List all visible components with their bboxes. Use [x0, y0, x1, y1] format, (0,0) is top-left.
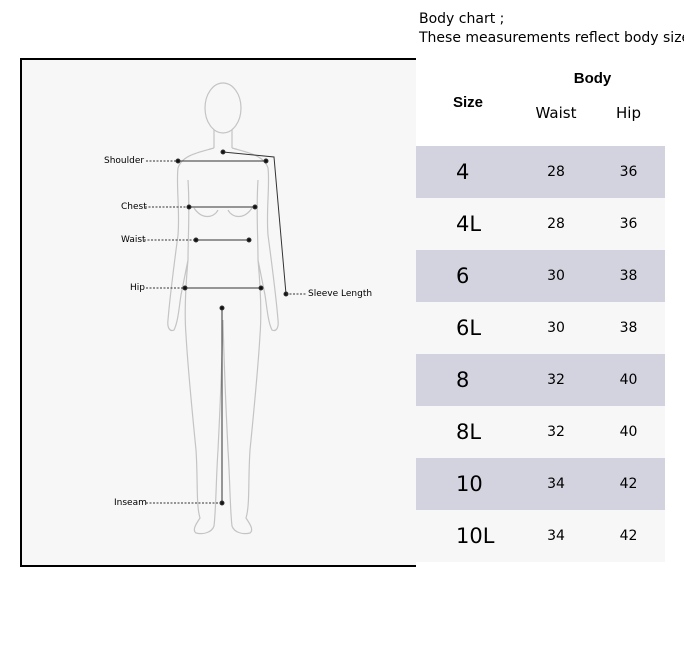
cell-hip: 38 [592, 250, 665, 302]
cell-hip: 36 [592, 146, 665, 198]
cell-hip: 40 [592, 406, 665, 458]
cell-hip: 36 [592, 198, 665, 250]
label-chest: Chest [121, 202, 147, 212]
cell-size: 4L [416, 198, 520, 250]
header-hip: Hip [616, 104, 641, 122]
label-waist: Waist [121, 235, 146, 245]
cell-size: 10L [416, 510, 520, 562]
caption-line-1: Body chart ; [419, 11, 505, 27]
cell-hip: 40 [592, 354, 665, 406]
cell-size: 8 [416, 354, 520, 406]
header-body: Body [573, 69, 612, 87]
cell-size: 10 [416, 458, 520, 510]
header-size: Size [452, 93, 483, 111]
cell-hip: 42 [592, 510, 665, 562]
cell-waist: 34 [520, 458, 592, 510]
cell-size: 4 [416, 146, 520, 198]
label-shoulder: Shoulder [104, 156, 145, 166]
body-outline-illustration [144, 82, 306, 535]
label-hip: Hip [130, 283, 145, 293]
cell-size: 6L [416, 302, 520, 354]
body-figure-panel: Shoulder Chest Waist Hip Sleeve Length I… [20, 58, 416, 567]
cell-waist: 28 [520, 146, 592, 198]
cell-waist: 30 [520, 250, 592, 302]
label-sleeve-length: Sleeve Length [308, 289, 373, 299]
cell-size: 8L [416, 406, 520, 458]
label-inseam: Inseam [114, 498, 147, 508]
cell-hip: 38 [592, 302, 665, 354]
cell-waist: 32 [520, 406, 592, 458]
cell-waist: 28 [520, 198, 592, 250]
caption-line-2: These measurements reflect body size [419, 30, 684, 46]
table-subheader-row: Waist Hip [416, 98, 665, 146]
table-header-row: Size Body [416, 58, 665, 111]
cell-waist: 34 [520, 510, 592, 562]
cell-waist: 30 [520, 302, 592, 354]
cell-size: 6 [416, 250, 520, 302]
header-waist: Waist [535, 104, 577, 122]
cell-hip: 42 [592, 458, 665, 510]
cell-waist: 32 [520, 354, 592, 406]
chart-caption: Body chart ; These measurements reflect … [419, 10, 684, 48]
